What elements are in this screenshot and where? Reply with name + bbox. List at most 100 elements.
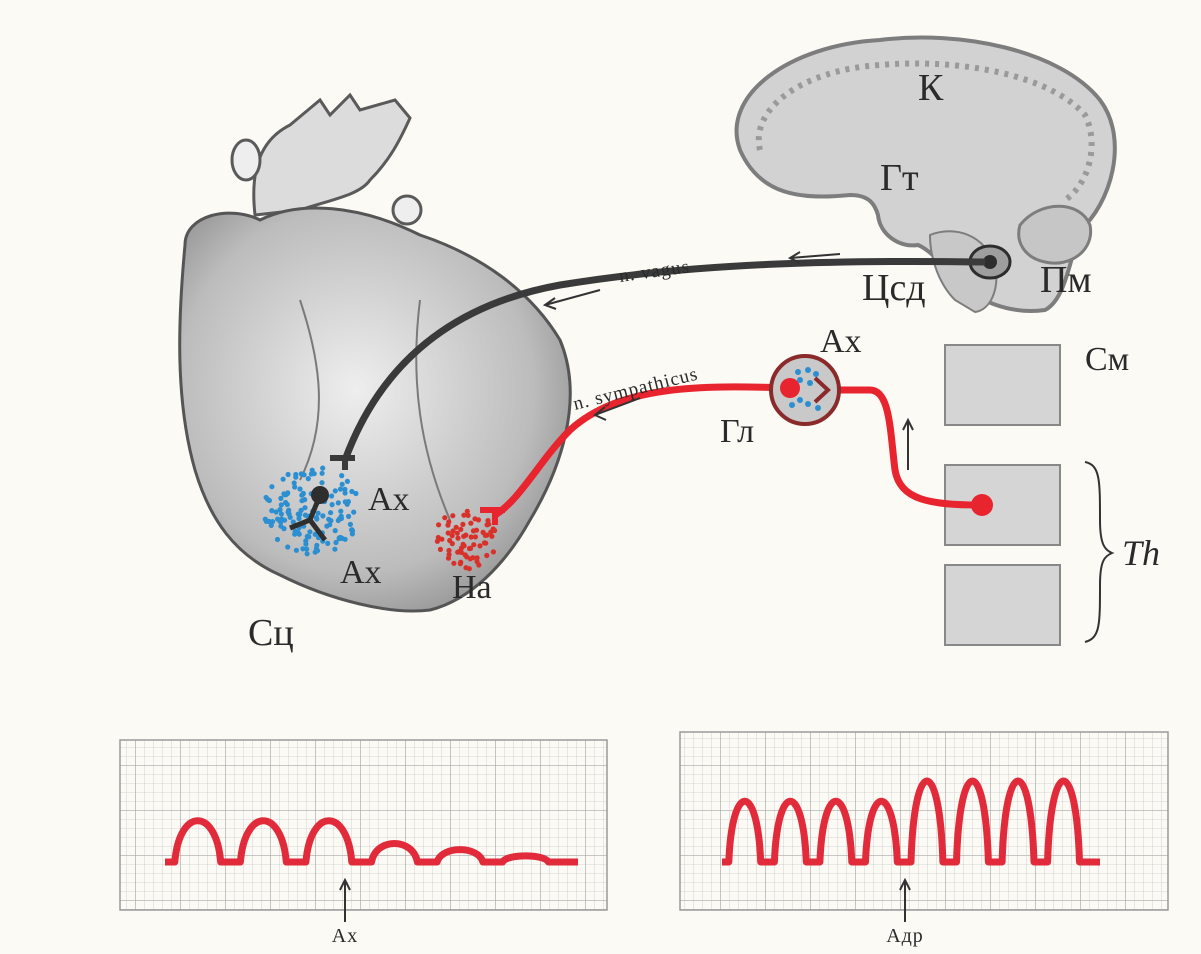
transmitter-dot bbox=[332, 547, 337, 552]
ganglion-soma bbox=[780, 378, 800, 398]
transmitter-dot bbox=[286, 472, 291, 477]
label-hypothalamus: Гт bbox=[880, 157, 919, 199]
ganglion bbox=[771, 356, 839, 424]
transmitter-dot bbox=[338, 487, 343, 492]
transmitter-dot bbox=[281, 526, 286, 531]
transmitter-dot bbox=[447, 538, 452, 543]
aorta-branch-1 bbox=[232, 140, 260, 180]
heart bbox=[180, 95, 571, 611]
transmitter-dot bbox=[333, 528, 338, 533]
transmitter-dot bbox=[474, 528, 479, 533]
label-thoracic: Th bbox=[1122, 533, 1160, 573]
label-ganglion: Гл bbox=[720, 413, 754, 450]
transmitter-dot bbox=[328, 510, 333, 515]
transmitter-dot bbox=[297, 486, 302, 491]
transmitter-dot bbox=[436, 522, 441, 527]
label-vagus-nerve: n. vagus bbox=[618, 256, 692, 287]
spinal-cord bbox=[945, 345, 1112, 645]
transmitter-dot bbox=[316, 511, 321, 516]
transmitter-dot bbox=[303, 513, 308, 518]
transmitter-dot bbox=[307, 529, 312, 534]
transmitter-dot bbox=[269, 508, 274, 513]
spinal-segment-3 bbox=[945, 565, 1060, 645]
cardio-center-soma bbox=[983, 255, 997, 269]
transmitter-dot bbox=[450, 513, 455, 518]
transmitter-dot bbox=[270, 519, 275, 524]
transmitter-dot bbox=[310, 468, 315, 473]
transmitter-dot bbox=[282, 518, 287, 523]
transmitter-dot bbox=[328, 518, 333, 523]
transmitter-dot bbox=[336, 500, 341, 505]
transmitter-dot bbox=[320, 466, 325, 471]
transmitter-dot bbox=[275, 537, 280, 542]
label-cardio-center: Цсд bbox=[862, 267, 926, 309]
transmitter-dot bbox=[446, 530, 451, 535]
transmitter-dot bbox=[339, 473, 344, 478]
recording-acetylcholine: Ах bbox=[120, 740, 607, 947]
transmitter-dot bbox=[285, 544, 290, 549]
transmitter-dot bbox=[348, 522, 353, 527]
transmitter-dot bbox=[435, 539, 440, 544]
transmitter-dot bbox=[278, 496, 283, 501]
label-cortex: К bbox=[918, 67, 944, 109]
transmitter-dot bbox=[442, 515, 447, 520]
transmitter-dot bbox=[294, 548, 299, 553]
transmitter-dot bbox=[337, 535, 342, 540]
transmitter-dot bbox=[286, 509, 291, 514]
label-ganglion-transmitter: Ах bbox=[820, 323, 862, 360]
transmitter-dot bbox=[338, 509, 343, 514]
transmitter-dot bbox=[469, 534, 474, 539]
transmitter-dot bbox=[472, 516, 477, 521]
transmitter-dot bbox=[462, 543, 467, 548]
transmitter-dot bbox=[451, 561, 456, 566]
spinal-segment-1 bbox=[945, 345, 1060, 425]
transmitter-dot bbox=[314, 543, 319, 548]
transmitter-dot bbox=[292, 484, 297, 489]
label-medulla: Пм bbox=[1040, 259, 1092, 301]
transmitter-dot bbox=[445, 523, 450, 528]
transmitter-dot bbox=[484, 553, 489, 558]
transmitter-dot bbox=[319, 480, 324, 485]
transmitter-dot bbox=[458, 561, 463, 566]
transmitter-dot bbox=[491, 549, 496, 554]
transmitter-dot bbox=[305, 534, 310, 539]
transmitter-dot bbox=[285, 491, 290, 496]
transmitter-dot bbox=[305, 551, 310, 556]
transmitter-dot bbox=[277, 507, 282, 512]
transmitter-dot bbox=[285, 502, 290, 507]
label-heart-muscle: Сц bbox=[248, 612, 294, 654]
transmitter-dot bbox=[484, 533, 489, 538]
transmitter-dot bbox=[343, 537, 348, 542]
recording-adrenaline: Адр bbox=[680, 732, 1168, 947]
transmitter-dot bbox=[325, 541, 330, 546]
transmitter-dot bbox=[306, 476, 311, 481]
transmitter-dot bbox=[351, 509, 356, 514]
transmitter-dot bbox=[296, 530, 301, 535]
transmitter-dot bbox=[346, 499, 351, 504]
transmitter-dot bbox=[304, 547, 309, 552]
transmitter-dot bbox=[349, 489, 354, 494]
transmitter-dot bbox=[468, 521, 473, 526]
transmitter-dot bbox=[492, 528, 497, 533]
transmitter-dot bbox=[264, 495, 269, 500]
label-vagus-transmitter-bottom: Ах bbox=[340, 554, 382, 591]
cerebellum bbox=[1019, 206, 1091, 263]
transmitter-dot bbox=[463, 533, 468, 538]
thoracic-brace bbox=[1085, 462, 1112, 642]
aorta-branch-2 bbox=[393, 196, 421, 224]
transmitter-dot bbox=[275, 517, 280, 522]
transmitter-dot bbox=[343, 490, 348, 495]
transmitter-dot bbox=[485, 518, 490, 523]
transmitter-dot bbox=[339, 514, 344, 519]
transmitter-dot bbox=[459, 550, 464, 555]
transmitter-dot bbox=[279, 502, 284, 507]
transmitter-dot bbox=[455, 536, 460, 541]
transmitter-dot bbox=[263, 517, 268, 522]
sympathetic-spinal-soma bbox=[971, 494, 993, 516]
transmitter-dot bbox=[345, 479, 350, 484]
transmitter-dot bbox=[330, 502, 335, 507]
transmitter-dot bbox=[297, 512, 302, 517]
recording-caption-1: Ах bbox=[332, 925, 358, 947]
transmitter-dot bbox=[468, 556, 473, 561]
